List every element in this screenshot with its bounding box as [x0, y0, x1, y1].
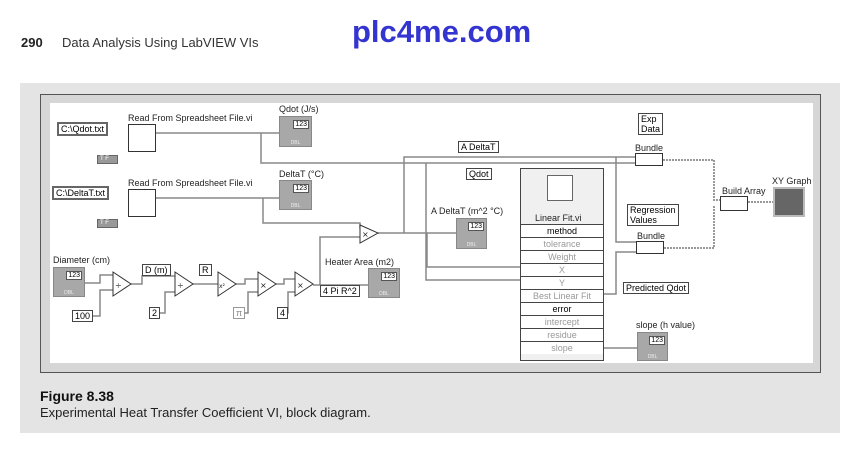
tf-constant[interactable]: T F	[97, 219, 118, 228]
deltat-indicator-label: DeltaT (°C)	[279, 169, 324, 179]
constant-100[interactable]: 100	[72, 310, 94, 322]
dbl-tag: DBL	[647, 354, 658, 360]
xy-graph-icon[interactable]	[773, 187, 805, 217]
wire-label-regression-values: Regression Values	[627, 204, 679, 226]
wire-fit	[604, 157, 636, 295]
read-vi-label: Read From Spreadsheet File.vi	[128, 113, 253, 123]
deltat-path-constant[interactable]: C:\DeltaT.txt	[52, 186, 110, 200]
read-spreadsheet-vi-icon[interactable]	[128, 124, 156, 152]
dbl-tag: DBL	[290, 203, 301, 209]
bundle-label: Bundle	[635, 143, 664, 153]
bundle-label: Bundle	[637, 231, 666, 241]
figure-caption: Experimental Heat Transfer Coefficient V…	[40, 405, 371, 420]
num-display: 123	[649, 336, 665, 345]
page-number: 290	[21, 35, 43, 50]
terminal-tolerance[interactable]: tolerance	[521, 237, 603, 250]
terminal-weight[interactable]: Weight	[521, 250, 603, 263]
terminal-error[interactable]: error	[521, 302, 603, 315]
slope-indicator-label: slope (h value)	[636, 320, 696, 330]
figure-number: Figure 8.38	[40, 388, 114, 404]
wire-qdot	[156, 132, 637, 164]
wire-label-qdot: Qdot	[466, 168, 492, 180]
num-display: 123	[293, 184, 309, 193]
build-array-node[interactable]	[720, 196, 748, 211]
terminal-x[interactable]: X	[521, 263, 603, 276]
wire-label-d-m: D (m)	[142, 264, 171, 276]
multiply-node	[359, 224, 380, 244]
multiply-node-4	[294, 271, 314, 297]
qdot-indicator-label: Qdot (J/s)	[279, 104, 319, 114]
op-multiply: ×	[297, 281, 304, 290]
constant-4[interactable]: 4	[277, 307, 289, 319]
bundle-node-regression[interactable]	[636, 241, 664, 254]
op-multiply: ×	[260, 281, 267, 290]
wire-label-area: 4 Pi R^2	[320, 285, 360, 297]
diameter-label: Diameter (cm)	[53, 255, 111, 265]
dbl-tag: DBL	[379, 291, 389, 297]
xy-graph-label: XY Graph	[772, 176, 812, 186]
dbl-tag: DBL	[64, 290, 74, 296]
wire-label-r: R	[199, 264, 212, 276]
op-divide: ÷	[177, 281, 184, 290]
wire-label-a-deltat: A DeltaT	[458, 141, 499, 153]
num-display: 123	[293, 120, 309, 129]
bundle-node-exp[interactable]	[635, 153, 663, 166]
read-vi-label: Read From Spreadsheet File.vi	[128, 178, 253, 188]
a-deltat-indicator-label: A DeltaT (m^2 °C)	[431, 206, 504, 216]
constant-2[interactable]: 2	[149, 307, 161, 319]
linear-fit-vi[interactable]: Linear Fit.vi method tolerance Weight X …	[520, 168, 604, 361]
qdot-path-constant[interactable]: C:\Qdot.txt	[57, 122, 109, 136]
tf-constant[interactable]: T F	[97, 155, 118, 164]
wire-cluster	[663, 159, 720, 249]
running-title: Data Analysis Using LabVIEW VIs	[62, 35, 259, 50]
linear-fit-title: Linear Fit.vi	[535, 213, 582, 223]
read-spreadsheet-vi-icon[interactable]	[128, 189, 156, 217]
watermark: plc4me.com	[352, 14, 532, 49]
terminal-best-linear-fit[interactable]: Best Linear Fit	[521, 289, 603, 302]
build-array-label: Build Array	[722, 186, 766, 196]
square-node	[217, 271, 237, 297]
num-display: 123	[66, 271, 82, 280]
terminal-method[interactable]: method	[521, 224, 603, 237]
num-display: 123	[468, 222, 484, 231]
terminal-y[interactable]: Y	[521, 276, 603, 289]
terminal-slope[interactable]: slope	[521, 341, 603, 354]
dbl-tag: DBL	[290, 140, 301, 146]
heater-area-label: Heater Area (m2)	[325, 257, 395, 267]
wire-label-predicted-qdot: Predicted Qdot	[623, 282, 690, 294]
op-divide: ÷	[115, 281, 122, 290]
wire-deltat	[156, 197, 361, 229]
dbl-tag: DBL	[466, 242, 477, 248]
op-multiply: ×	[362, 230, 369, 239]
divide-node-2	[174, 271, 194, 297]
num-display: 123	[381, 272, 397, 281]
wire-adeltat	[378, 156, 637, 281]
wire-label-exp-data: Exp Data	[638, 113, 663, 135]
terminal-residue[interactable]: residue	[521, 328, 603, 341]
op-square: x²	[219, 283, 226, 290]
terminal-intercept[interactable]: intercept	[521, 315, 603, 328]
wire-area	[85, 236, 368, 317]
linear-fit-icon	[547, 175, 573, 201]
constant-pi[interactable]: π	[233, 307, 246, 319]
multiply-node-pi	[257, 271, 277, 297]
divide-node-1	[112, 271, 132, 297]
